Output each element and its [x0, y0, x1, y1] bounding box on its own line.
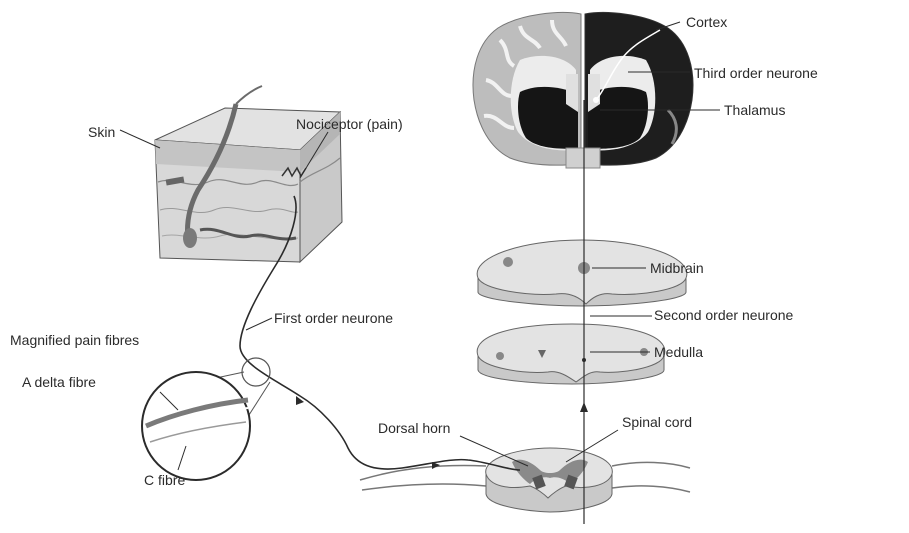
label-midbrain: Midbrain	[650, 260, 704, 276]
arrow-ascending	[580, 402, 588, 412]
label-spinal-cord: Spinal cord	[622, 414, 692, 430]
label-cortex: Cortex	[686, 14, 727, 30]
skin-block	[155, 86, 342, 262]
brain-section	[473, 13, 693, 168]
label-second-order-neurone: Second order neurone	[654, 307, 793, 323]
label-nociceptor: Nociceptor (pain)	[296, 116, 403, 132]
spinal-cord-section	[360, 448, 690, 512]
label-skin: Skin	[88, 124, 115, 140]
medulla-slice	[477, 324, 665, 384]
label-c-fibre: C fibre	[144, 472, 185, 488]
label-magnified-pain-fibres: Magnified pain fibres	[10, 332, 139, 348]
magnifier	[142, 358, 270, 480]
label-thalamus: Thalamus	[724, 102, 785, 118]
label-medulla: Medulla	[654, 344, 703, 360]
label-dorsal-horn: Dorsal horn	[378, 420, 450, 436]
label-a-delta-fibre: A delta fibre	[22, 374, 96, 390]
label-third-order-neurone: Third order neurone	[694, 65, 818, 81]
label-first-order-neurone: First order neurone	[274, 310, 393, 326]
